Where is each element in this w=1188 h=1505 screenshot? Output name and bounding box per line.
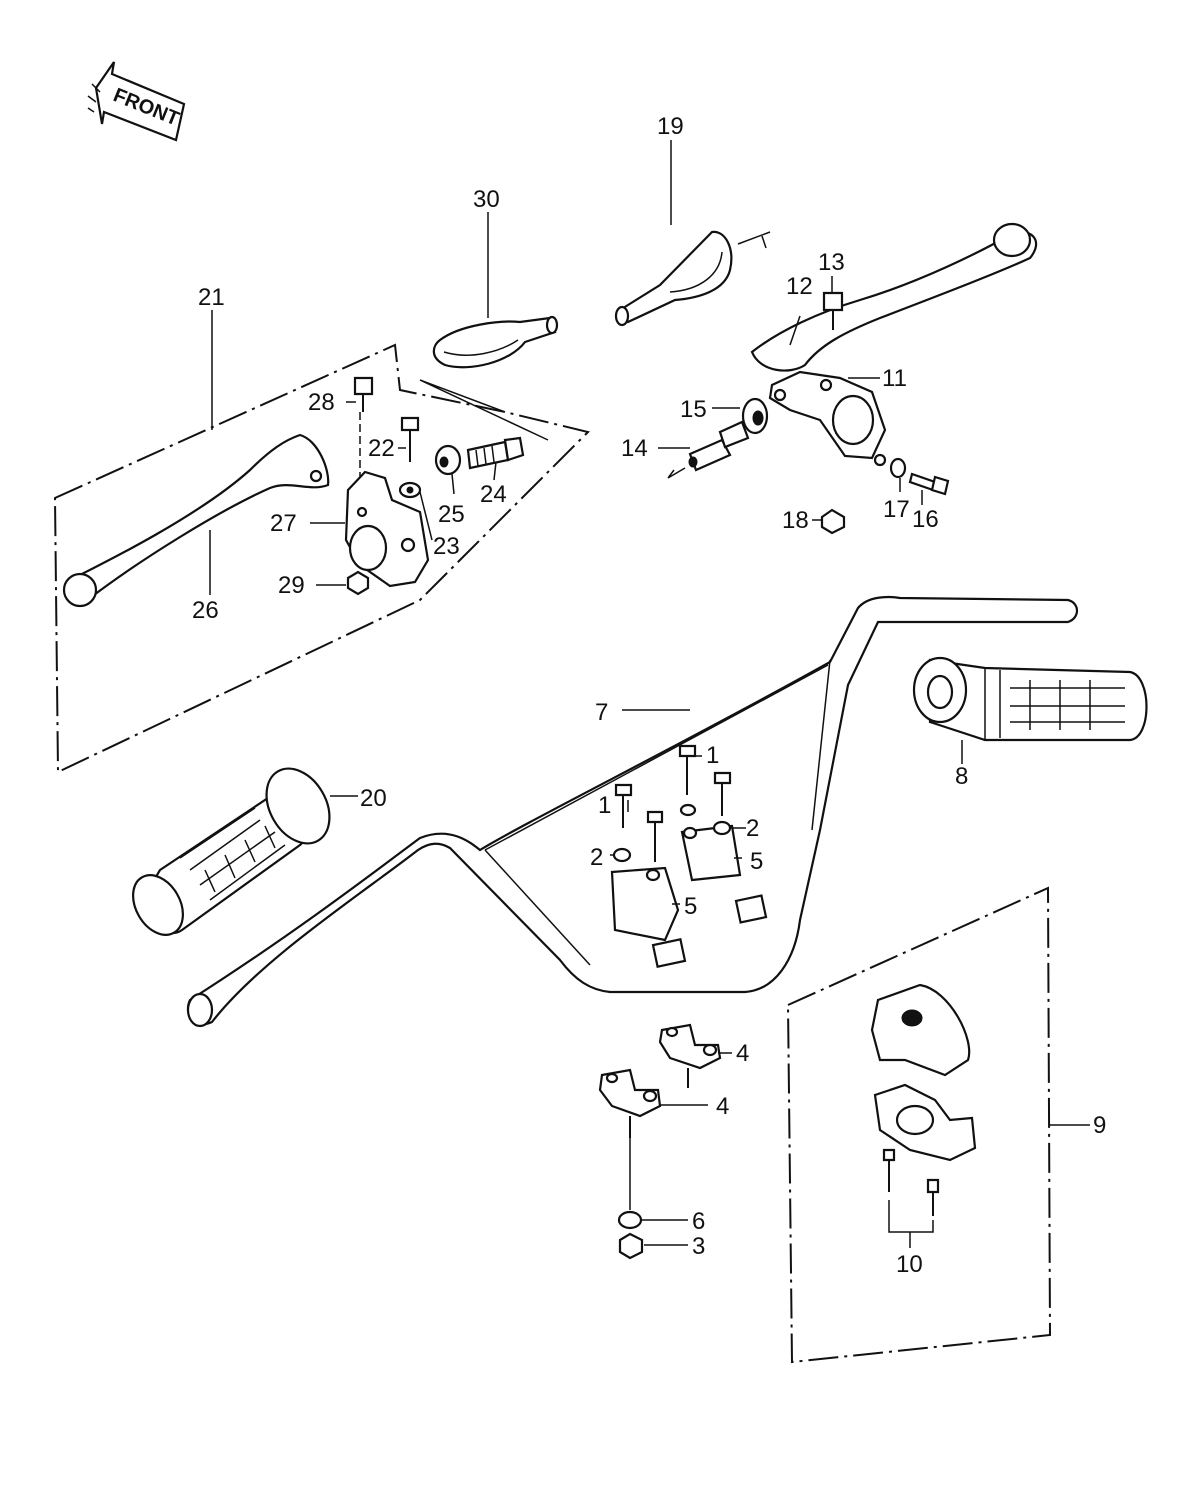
callout-18: 18 xyxy=(782,507,809,534)
bolt-1b xyxy=(646,810,664,862)
washer-2a xyxy=(612,847,632,863)
grip-left-20 xyxy=(132,767,331,936)
callout-10: 10 xyxy=(896,1251,923,1278)
cable-adjuster-14 xyxy=(688,420,750,472)
bolt-13 xyxy=(822,291,844,330)
lever-boot-30 xyxy=(432,315,559,369)
nut-18 xyxy=(820,508,846,535)
callout-20: 20 xyxy=(360,785,387,812)
washer-6 xyxy=(617,1210,643,1230)
bolt-16 xyxy=(908,472,950,496)
handlebar xyxy=(186,595,1079,1028)
brake-lever-holder-11 xyxy=(768,370,887,467)
bolt-28 xyxy=(353,376,374,478)
callout-5b: 5 xyxy=(684,893,697,920)
callout-25: 25 xyxy=(438,501,465,528)
bolt-1d xyxy=(713,771,732,816)
switch-housing-9 xyxy=(870,983,977,1162)
callout-29: 29 xyxy=(278,572,305,599)
throttle-grip-8 xyxy=(912,656,1148,742)
handlebar-holder-lower-4b xyxy=(598,1068,662,1138)
clutch-lever-holder xyxy=(344,470,430,588)
clutch-lever-group-outline xyxy=(53,343,590,774)
callout-4b: 4 xyxy=(716,1093,729,1120)
handlebar-holder-upper-5a xyxy=(610,866,680,942)
callout-11: 11 xyxy=(882,365,907,392)
callout-19: 19 xyxy=(657,113,684,140)
callout-16: 16 xyxy=(912,506,939,533)
adjuster-locknut-15 xyxy=(741,397,769,435)
callout-15: 15 xyxy=(680,396,707,423)
clutch-lever xyxy=(62,433,330,608)
handlebar-holder-lower-4a xyxy=(658,1023,722,1088)
callout-6: 6 xyxy=(692,1208,705,1235)
callout-26: 26 xyxy=(192,597,219,624)
bolt-22 xyxy=(400,416,420,462)
callout-5a: 5 xyxy=(750,848,763,875)
callout-2a: 2 xyxy=(746,815,759,842)
callout-27: 27 xyxy=(270,510,297,537)
brake-lever-12 xyxy=(750,222,1038,372)
callout-1b: 1 xyxy=(598,792,611,819)
screw-10a xyxy=(882,1148,896,1192)
bolt-1a xyxy=(614,783,633,828)
callout-13: 13 xyxy=(818,249,845,276)
callout-4a: 4 xyxy=(736,1040,749,1067)
callout-9: 9 xyxy=(1093,1112,1106,1139)
callout-28: 28 xyxy=(308,389,335,416)
callout-2b: 2 xyxy=(590,844,603,871)
callout-3: 3 xyxy=(692,1233,705,1260)
callout-7: 7 xyxy=(595,699,608,726)
callout-21: 21 xyxy=(198,284,225,311)
screw-10b xyxy=(926,1178,940,1216)
cable-adjuster-24 xyxy=(466,436,525,470)
callout-14: 14 xyxy=(621,435,648,462)
callout-1a: 1 xyxy=(706,742,719,769)
leader-lines xyxy=(310,276,923,905)
switch-group-outline xyxy=(786,886,1052,1364)
callout-12: 12 xyxy=(786,273,813,300)
washer-2b xyxy=(712,820,732,836)
callout-23: 23 xyxy=(433,533,460,560)
washer-2c xyxy=(679,803,697,817)
callout-30: 30 xyxy=(473,186,500,213)
nut-29 xyxy=(346,570,370,596)
callout-8: 8 xyxy=(955,763,968,790)
handlebar-holder-upper-5b xyxy=(680,824,742,882)
callout-24: 24 xyxy=(480,481,507,508)
washer-17 xyxy=(889,457,907,479)
front-arrow-icon: FRONT xyxy=(87,61,186,142)
lever-boot-19 xyxy=(614,230,733,327)
nut-3 xyxy=(618,1232,644,1260)
adjuster-locknut-25 xyxy=(434,444,462,476)
callout-17: 17 xyxy=(883,496,910,523)
callout-22: 22 xyxy=(368,435,395,462)
